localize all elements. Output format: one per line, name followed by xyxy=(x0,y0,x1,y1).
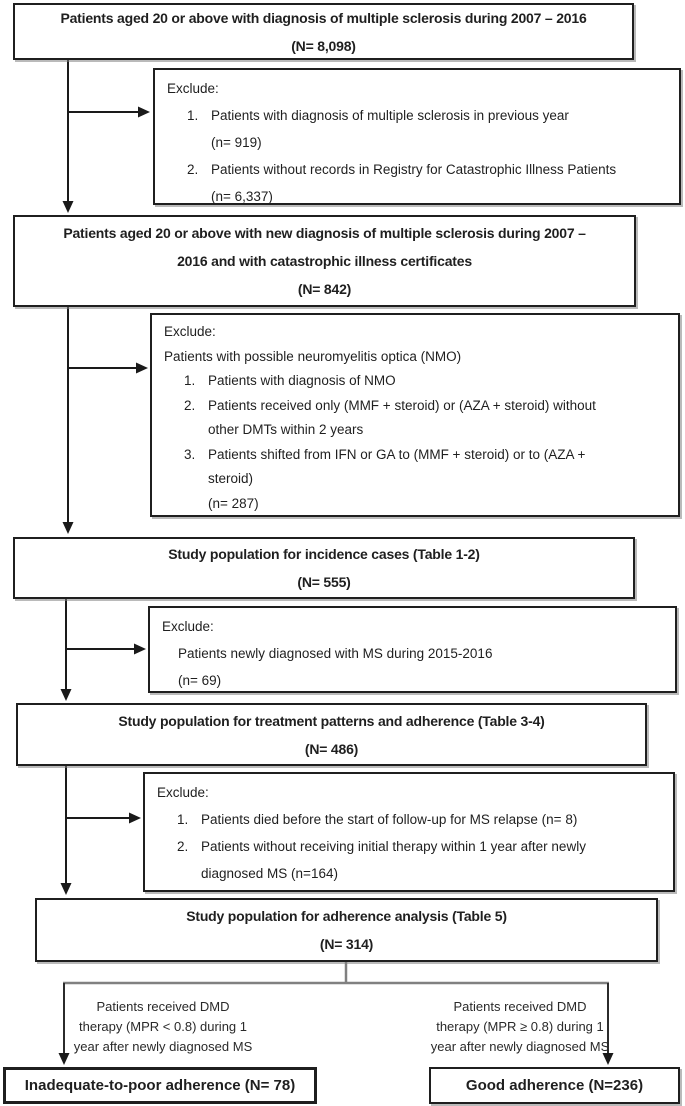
cohort-box-n: (N= 8,098) xyxy=(291,37,356,54)
exclude-box-3: Exclude: Patients newly diagnosed with M… xyxy=(148,606,677,693)
cohort-box-initial: Patients aged 20 or above with diagnosis… xyxy=(13,3,634,60)
item-text: Patients with diagnosis of multiple scle… xyxy=(211,108,569,123)
exclude-box-1: Exclude: 1. Patients with diagnosis of m… xyxy=(153,68,681,205)
exclude-heading: Exclude: xyxy=(157,785,209,800)
cohort-box-n: (N= 486) xyxy=(304,740,359,757)
item-text: Patients with diagnosis of NMO xyxy=(208,373,396,388)
item-number: 1. xyxy=(177,812,189,827)
cohort-box-text: Study population for incidence cases (Ta… xyxy=(168,546,480,562)
item-number: 2. xyxy=(184,397,196,413)
item-text: Patients newly diagnosed with MS during … xyxy=(178,646,493,661)
item-count: (n= 6,337) xyxy=(211,189,273,204)
item-count: (n= 287) xyxy=(208,495,259,511)
cohort-box-text: 2016 and with catastrophic illness certi… xyxy=(177,253,472,269)
branch-label-line: Patients received DMD xyxy=(96,999,230,1014)
item-text-continued: diagnosed MS (n=164) xyxy=(201,866,338,881)
cohort-box-adherence: Study population for adherence analysis … xyxy=(35,898,658,962)
outcome-label: Inadequate-to-poor adherence (N= 78) xyxy=(24,1077,296,1094)
exclude-item: 1. Patients with diagnosis of NMO xyxy=(152,369,678,394)
branch-label-line: therapy (MPR < 0.8) during 1 xyxy=(79,1019,247,1034)
item-text-continued: other DMTs within 2 years xyxy=(208,422,364,437)
exclude-heading: Exclude: xyxy=(162,619,214,634)
branch-label-line: therapy (MPR ≥ 0.8) during 1 xyxy=(436,1019,604,1034)
item-text: Patients received only (MMF + steroid) o… xyxy=(208,397,596,413)
cohort-box-text: Patients aged 20 or above with diagnosis… xyxy=(60,9,587,26)
item-number: 2. xyxy=(177,839,189,854)
item-text: Patients died before the start of follow… xyxy=(201,812,578,827)
cohort-box-treatment-patterns: Study population for treatment patterns … xyxy=(16,703,647,766)
item-number: 1. xyxy=(184,373,196,388)
branch-label-line: year after newly diagnosed MS xyxy=(73,1039,253,1054)
item-number: 3. xyxy=(184,446,196,462)
cohort-box-n: (N= 555) xyxy=(297,574,351,590)
branch-label-poor-adherence: Patients received DMD therapy (MPR < 0.8… xyxy=(63,997,263,1057)
cohort-box-incidence: Study population for incidence cases (Ta… xyxy=(13,537,635,599)
cohort-box-text: Study population for treatment patterns … xyxy=(118,712,545,729)
branch-connector xyxy=(63,962,609,985)
item-number: 1. xyxy=(187,108,199,123)
branch-label-good-adherence: Patients received DMD therapy (MPR ≥ 0.8… xyxy=(417,997,623,1057)
exclude-box-2: Exclude: Patients with possible neuromye… xyxy=(150,313,680,517)
item-count: (n= 919) xyxy=(211,135,262,150)
exclude-item: 1. Patients with diagnosis of multiple s… xyxy=(155,102,679,129)
item-text-continued: steroid) xyxy=(208,471,254,486)
exclude-item: 2. Patients without receiving initial th… xyxy=(145,833,673,860)
exclude-item: 3. Patients shifted from IFN or GA to (M… xyxy=(152,443,678,468)
exclude-heading: Exclude: xyxy=(164,324,216,339)
item-text: Patients without records in Registry for… xyxy=(211,162,617,177)
exclude-item: 2. Patients received only (MMF + steroid… xyxy=(152,394,678,419)
exclude-subheading: Patients with possible neuromyelitis opt… xyxy=(164,348,462,364)
cohort-box-new-diagnosis: Patients aged 20 or above with new diagn… xyxy=(13,215,636,307)
exclude-item: 2. Patients without records in Registry … xyxy=(155,156,679,183)
item-count: (n= 69) xyxy=(178,673,222,688)
outcome-label: Good adherence (N=236) xyxy=(465,1077,644,1094)
cohort-box-text: Patients aged 20 or above with new diagn… xyxy=(63,225,586,241)
exclude-box-4: Exclude: 1. Patients died before the sta… xyxy=(143,772,675,892)
branch-label-line: Patients received DMD xyxy=(453,999,587,1014)
cohort-box-n: (N= 842) xyxy=(297,281,352,297)
exclude-heading: Exclude: xyxy=(167,81,219,96)
cohort-box-n: (N= 314) xyxy=(319,936,374,952)
branch-label-line: year after newly diagnosed MS xyxy=(430,1039,610,1054)
cohort-box-text: Study population for adherence analysis … xyxy=(186,908,507,924)
item-number: 2. xyxy=(187,162,199,177)
exclude-item: 1. Patients died before the start of fol… xyxy=(145,806,673,833)
outcome-box-good-adherence: Good adherence (N=236) xyxy=(429,1067,680,1104)
item-text: Patients without receiving initial thera… xyxy=(201,839,586,854)
item-text: Patients shifted from IFN or GA to (MMF … xyxy=(208,446,586,462)
outcome-box-inadequate-adherence: Inadequate-to-poor adherence (N= 78) xyxy=(3,1067,317,1104)
